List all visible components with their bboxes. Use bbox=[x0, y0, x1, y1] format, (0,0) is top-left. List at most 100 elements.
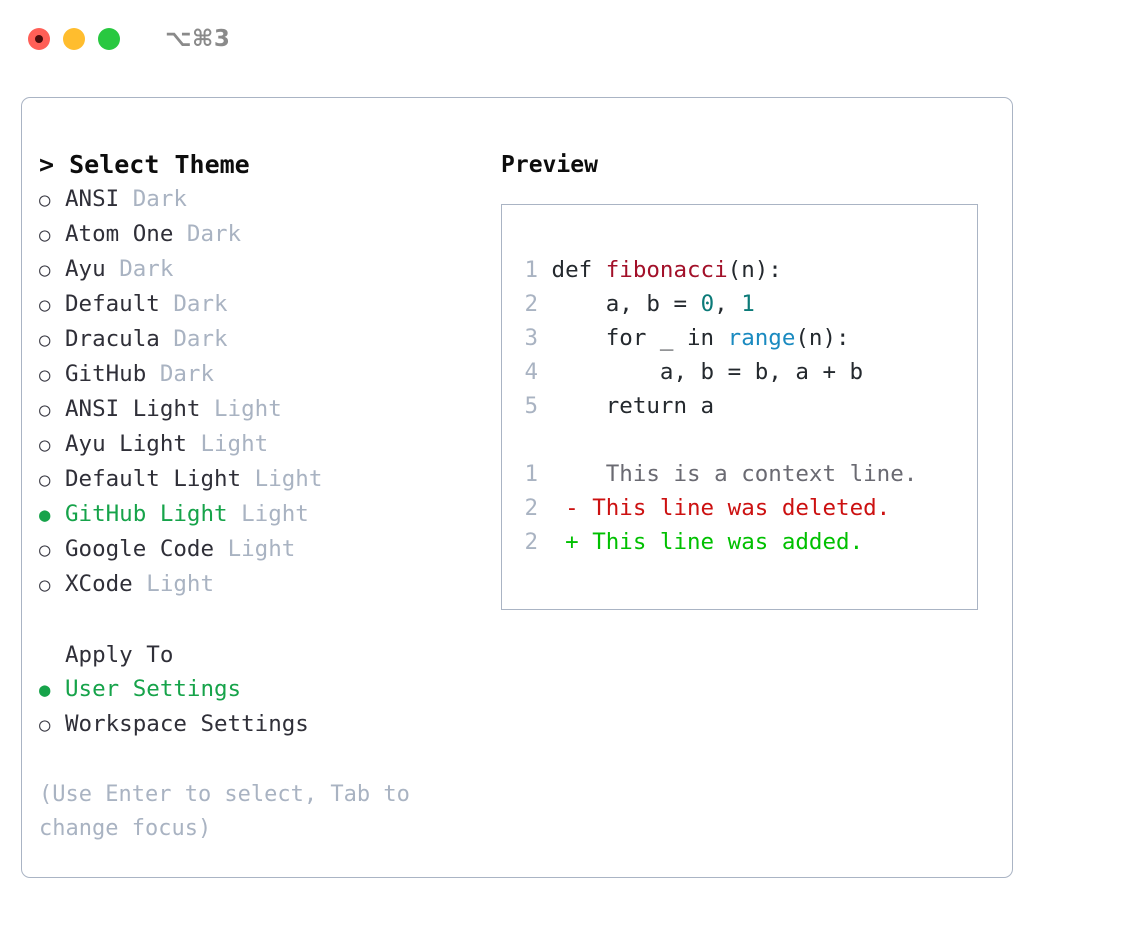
theme-name-label: ANSI Light bbox=[65, 396, 201, 422]
maximize-window-icon[interactable] bbox=[98, 28, 120, 50]
window-shortcut-label: ⌥⌘3 bbox=[165, 25, 231, 52]
spacer bbox=[160, 322, 174, 356]
diff-text: This line was added. bbox=[592, 529, 864, 555]
preview-heading: Preview bbox=[501, 152, 598, 178]
theme-list: ○ANSI Dark○Atom One Dark○Ayu Dark○Defaul… bbox=[39, 182, 479, 602]
theme-variant-badge: Dark bbox=[186, 221, 242, 247]
code-line: 3 for _ in range(n): bbox=[516, 321, 863, 355]
apply-to-option-label: User Settings bbox=[65, 676, 242, 702]
radio-unselected-icon: ○ bbox=[39, 294, 51, 316]
diff-line: 2 + This line was added. bbox=[516, 525, 917, 559]
code-line-number: 3 bbox=[524, 325, 538, 351]
diff-sample: 1 This is a context line. 2 - This line w… bbox=[516, 457, 917, 559]
apply-to-section: Apply To ● User Settings ○ Workspace Settin… bbox=[39, 638, 479, 742]
code-line: 4 a, b = b, a + b bbox=[516, 355, 863, 389]
apply-to-option[interactable]: ○ Workspace Settings bbox=[39, 707, 479, 742]
spacer bbox=[106, 252, 120, 286]
code-token-num: 1 bbox=[741, 291, 755, 317]
preview-column: Preview 1 def fibonacci(n):2 a, b = 0, 1… bbox=[501, 148, 991, 610]
theme-name-label: ANSI bbox=[65, 186, 120, 212]
close-window-icon[interactable] bbox=[28, 28, 50, 50]
code-token-plain: a, b = b, a + b bbox=[538, 359, 864, 385]
diff-marker: - bbox=[565, 495, 593, 521]
theme-list-item[interactable]: ○ Atom One Dark bbox=[39, 217, 479, 252]
theme-name-label: Dracula bbox=[65, 326, 160, 352]
theme-name-label: Google Code bbox=[65, 536, 215, 562]
theme-list-item[interactable]: ○GitHub Dark bbox=[39, 357, 479, 392]
theme-list-item[interactable]: ○ Dracula Dark bbox=[39, 322, 479, 357]
theme-list-item[interactable]: ○ Ayu Light Light bbox=[39, 427, 479, 462]
radio-unselected-icon: ○ bbox=[39, 539, 51, 561]
spacer bbox=[200, 392, 214, 426]
theme-variant-badge: Dark bbox=[159, 361, 215, 387]
code-token-builtin: range bbox=[727, 325, 796, 351]
theme-list-item[interactable]: ○Default Light Light bbox=[39, 462, 479, 497]
code-token-plain: , bbox=[714, 291, 742, 317]
traffic-light-group bbox=[28, 28, 120, 50]
theme-name-label: Ayu Light bbox=[65, 431, 187, 457]
theme-variant-badge: Light bbox=[200, 431, 269, 457]
apply-to-heading: Apply To bbox=[65, 642, 174, 668]
code-line-number: 4 bbox=[524, 359, 538, 385]
code-token-plain: a, b = bbox=[538, 291, 701, 317]
theme-list-item[interactable]: ○XCode Light bbox=[39, 567, 479, 602]
spacer bbox=[160, 287, 174, 321]
apply-to-list: ● User Settings ○ Workspace Settings bbox=[39, 672, 479, 742]
diff-marker: + bbox=[565, 529, 593, 555]
apply-to-option[interactable]: ● User Settings bbox=[39, 672, 479, 707]
theme-list-item[interactable]: ○Default Dark bbox=[39, 287, 479, 322]
apply-to-option-label: Workspace Settings bbox=[65, 711, 309, 737]
minimize-window-icon[interactable] bbox=[63, 28, 85, 50]
theme-list-item[interactable]: ○ANSI Light Light bbox=[39, 392, 479, 427]
diff-marker bbox=[565, 461, 592, 487]
radio-unselected-icon: ○ bbox=[39, 189, 51, 211]
code-line-number: 5 bbox=[524, 393, 538, 419]
code-line-number: 1 bbox=[524, 257, 538, 283]
theme-variant-badge: Dark bbox=[173, 326, 228, 352]
theme-list-item[interactable]: ●GitHub Light Light bbox=[39, 497, 479, 532]
code-token-plain: return a bbox=[538, 393, 715, 419]
radio-unselected-icon: ○ bbox=[39, 714, 51, 736]
theme-variant-badge: Dark bbox=[173, 291, 228, 317]
diff-line-number: 2 bbox=[524, 529, 538, 555]
code-token-plain: def bbox=[538, 257, 606, 283]
radio-unselected-icon: ○ bbox=[39, 329, 51, 351]
code-token-plain: (n): bbox=[727, 257, 782, 283]
spacer bbox=[241, 462, 255, 496]
radio-unselected-icon: ○ bbox=[39, 259, 51, 281]
radio-selected-icon: ● bbox=[39, 679, 51, 701]
theme-name-label: Atom One bbox=[65, 221, 174, 247]
code-token-fn: fibonacci bbox=[605, 257, 728, 283]
theme-name-label: XCode bbox=[65, 571, 133, 597]
theme-name-label: Default Light bbox=[65, 466, 242, 492]
theme-list-item[interactable]: ○Ayu Dark bbox=[39, 252, 479, 287]
title-bar: ⌥⌘3 bbox=[0, 0, 1140, 78]
code-line: 2 a, b = 0, 1 bbox=[516, 287, 863, 321]
theme-selector-column: > Select Theme ○ANSI Dark○Atom One Dark○… bbox=[39, 148, 479, 846]
diff-line-number: 1 bbox=[524, 461, 538, 487]
code-token-num: 0 bbox=[700, 291, 715, 317]
code-token-plain: (n): bbox=[795, 325, 850, 351]
radio-unselected-icon: ○ bbox=[39, 364, 51, 386]
spacer bbox=[538, 529, 565, 555]
spacer bbox=[187, 427, 201, 461]
theme-list-item[interactable]: ○ ANSI Dark bbox=[39, 182, 479, 217]
theme-variant-badge: Light bbox=[254, 466, 323, 492]
spacer bbox=[119, 182, 133, 216]
diff-text: This is a context line. bbox=[592, 461, 918, 487]
spacer bbox=[228, 497, 242, 531]
radio-unselected-icon: ○ bbox=[39, 434, 51, 456]
theme-variant-badge: Dark bbox=[132, 186, 187, 212]
code-token-plain: for _ in bbox=[538, 325, 728, 351]
radio-unselected-icon: ○ bbox=[39, 224, 51, 246]
spacer bbox=[538, 495, 565, 521]
code-line-number: 2 bbox=[524, 291, 538, 317]
theme-variant-badge: Light bbox=[214, 396, 282, 422]
select-theme-heading: > Select Theme bbox=[39, 150, 250, 179]
keyboard-hint-text: (Use Enter to select, Tab to change focu… bbox=[39, 782, 410, 841]
theme-name-label: GitHub Light bbox=[65, 501, 228, 527]
radio-selected-icon: ● bbox=[39, 504, 51, 526]
theme-list-item[interactable]: ○Google Code Light bbox=[39, 532, 479, 567]
